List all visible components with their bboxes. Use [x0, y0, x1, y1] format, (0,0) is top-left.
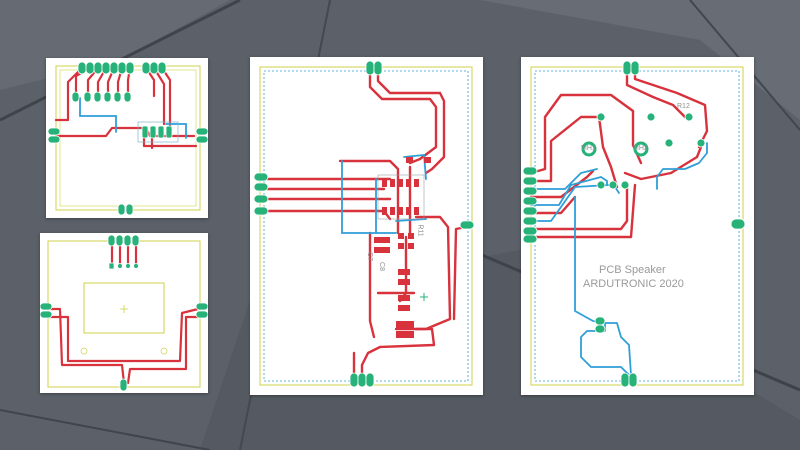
label-mh2: MH2 [633, 145, 648, 152]
pcb-board-1 [46, 58, 208, 218]
board-2-artwork [40, 234, 208, 392]
label-mh1: MH1 [581, 145, 596, 152]
label-r11: R11 [416, 224, 424, 237]
pcb-board-4: PCB Speaker ARDUTRONIC 2020 R12 MH1 MH2 [521, 57, 754, 395]
board-1-artwork [47, 61, 208, 216]
label-c7: C7 [365, 252, 373, 261]
board-title-line2: ARDUTRONIC 2020 [583, 278, 684, 290]
pcb-board-2 [40, 233, 208, 393]
pcb-board-3: C7 C8 R11 [250, 57, 483, 395]
board-title-line1: PCB Speaker [599, 264, 666, 276]
board-4-artwork [522, 60, 746, 388]
label-r12: R12 [677, 103, 690, 110]
label-c8: C8 [377, 262, 385, 271]
board-3-artwork [253, 60, 475, 388]
